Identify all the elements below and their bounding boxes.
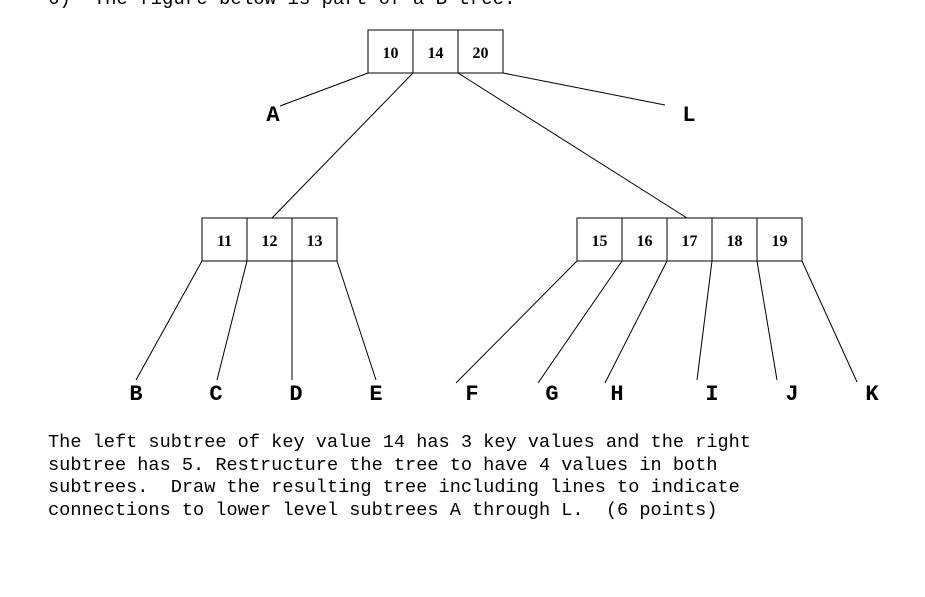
subtree-label-k: K [865,382,879,407]
subtree-label-l: L [682,103,695,128]
left-child-node: 11 12 13 [201,217,338,262]
subtree-label-b: B [129,382,142,407]
question-paragraph: The left subtree of key value 14 has 3 k… [48,432,751,523]
right-key-cell [666,217,713,262]
right-key-cell [756,217,803,262]
left-key-cell [201,217,248,262]
left-key-cell [246,217,293,262]
edge-left-to-e [336,260,377,381]
edge-right-to-g [537,260,623,384]
edge-root-to-left-child [271,72,414,219]
root-key-cell [367,29,414,74]
subtree-label-d: D [289,382,302,407]
subtree-label-j: J [785,382,798,407]
edge-right-to-k [801,260,858,383]
edge-right-to-j [756,260,778,381]
right-child-node: 15 16 17 18 19 [576,217,803,262]
root-node: 10 14 20 [367,29,504,74]
right-key: 17 [682,233,698,250]
subtree-label-g: G [545,382,558,407]
subtree-label-e: E [369,382,382,407]
root-key: 10 [383,45,399,62]
subtree-label-a: A [266,103,280,128]
paragraph-line: The left subtree of key value 14 has 3 k… [48,432,751,453]
root-key-cell [457,29,504,74]
right-key: 19 [772,233,788,250]
edge-right-to-f [455,260,578,384]
root-key: 20 [473,45,489,62]
edge-root-to-a [279,72,369,107]
root-key: 14 [428,45,444,62]
edge-left-to-b [135,260,203,381]
subtree-label-c: C [209,382,222,407]
right-key: 15 [592,233,608,250]
right-key-cell [621,217,668,262]
right-key-cell [711,217,758,262]
edge-root-to-l [502,72,666,106]
edge-root-to-right-child [457,72,688,219]
paragraph-line: subtree has 5. Restructure the tree to h… [48,454,718,476]
paragraph-line: connections to lower level subtrees A th… [48,500,718,522]
left-key: 12 [262,233,278,250]
question-heading: 6) The figure below is part of a B-tree. [48,0,515,9]
right-key-cell [576,217,623,262]
subtree-label-f: F [465,382,478,407]
right-key: 16 [637,233,653,250]
edge-right-to-h [604,260,668,384]
left-key: 13 [307,233,323,250]
subtree-label-h: H [610,382,623,407]
edge-left-to-c [216,260,248,381]
right-key: 18 [727,233,743,250]
subtree-label-i: I [705,382,718,407]
left-key: 11 [217,233,232,250]
edge-right-to-i [696,260,713,381]
left-key-cell [291,217,338,262]
paragraph-line: subtrees. Draw the resulting tree includ… [48,477,740,499]
